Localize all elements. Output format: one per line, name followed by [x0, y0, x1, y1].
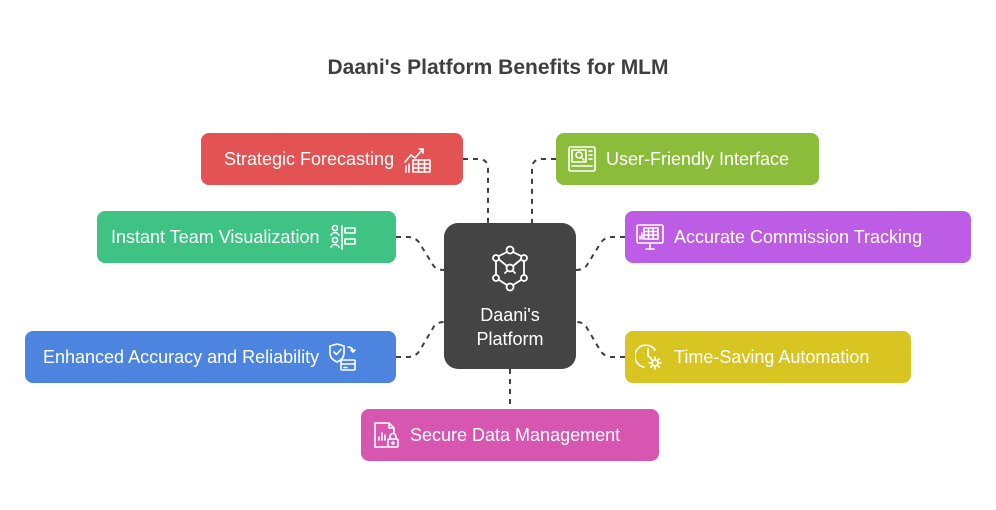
- benefit-label: Strategic Forecasting: [224, 148, 395, 169]
- clock-gear-icon: [635, 342, 665, 372]
- hub-label-line2: Platform: [476, 329, 544, 349]
- benefit-instant-team-visualization: Instant Team Visualization: [97, 211, 396, 263]
- connector-enhanced-accuracy: [396, 321, 445, 358]
- benefit-secure-data-management: Secure Data Management: [361, 409, 659, 461]
- connector-accurate-commission-tracking: [575, 236, 625, 271]
- benefit-label: User-Friendly Interface: [606, 148, 790, 169]
- benefit-strategic-forecasting: Strategic Forecasting: [201, 133, 463, 185]
- connector-instant-team-visualization: [396, 236, 445, 271]
- shield-card-icon: [327, 342, 357, 372]
- benefit-accurate-commission-tracking: Accurate Commission Tracking: [625, 211, 971, 263]
- connector-strategic-forecasting: [463, 158, 489, 223]
- monitor-table-icon: [635, 222, 665, 252]
- benefit-label: Enhanced Accuracy and Reliability: [43, 346, 320, 367]
- growth-chart-icon: [403, 144, 433, 174]
- benefit-enhanced-accuracy-reliability: Enhanced Accuracy and Reliability: [25, 331, 396, 383]
- connector-user-friendly-interface: [531, 158, 556, 223]
- benefit-label: Instant Team Visualization: [111, 226, 320, 247]
- benefit-label: Time-Saving Automation: [674, 346, 870, 367]
- benefit-label: Secure Data Management: [410, 424, 621, 445]
- network-nodes-icon: [492, 245, 528, 292]
- hub-label: Daani's Platform: [444, 303, 576, 351]
- connector-time-saving-automation: [575, 321, 625, 358]
- benefit-user-friendly-interface: User-Friendly Interface: [556, 133, 819, 185]
- secure-doc-icon: [371, 420, 401, 450]
- central-hub: Daani's Platform: [444, 223, 576, 369]
- hub-label-line1: Daani's: [480, 305, 540, 325]
- benefit-label: Accurate Commission Tracking: [674, 226, 923, 247]
- diagram-title: Daani's Platform Benefits for MLM: [327, 56, 669, 79]
- interface-panel-icon: [567, 144, 597, 174]
- team-list-icon: [328, 222, 358, 252]
- benefit-time-saving-automation: Time-Saving Automation: [625, 331, 911, 383]
